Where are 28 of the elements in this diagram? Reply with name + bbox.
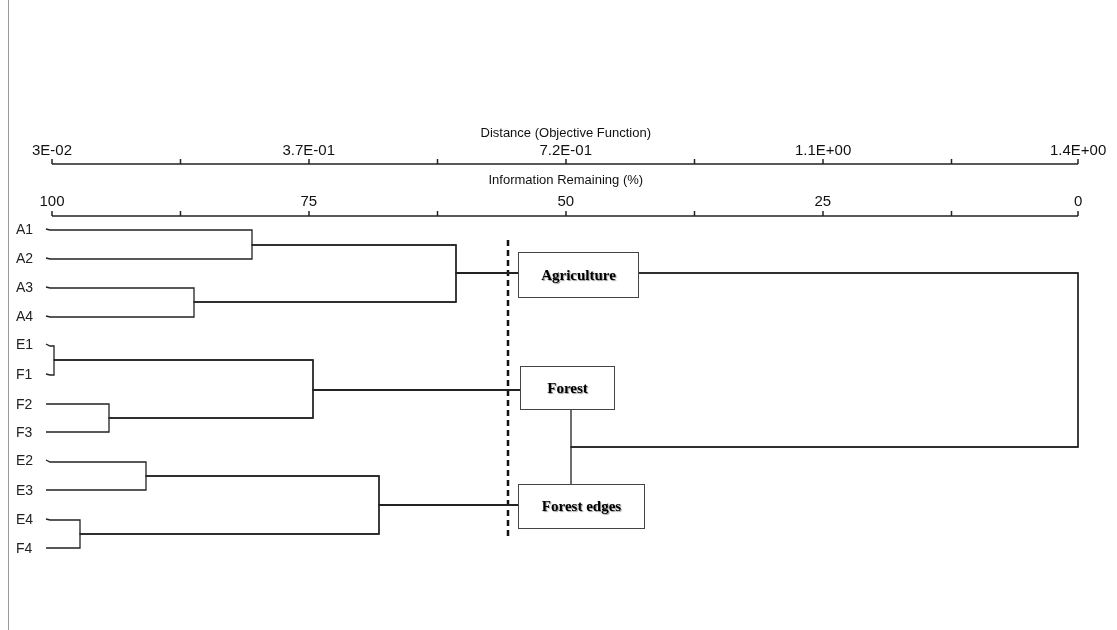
sample-label: A4 (16, 308, 46, 324)
tick-label: 50 (557, 193, 575, 209)
tick-label: 1.4E+00 (1050, 142, 1107, 158)
tick-label: 1.1E+00 (795, 142, 852, 158)
axis-title: Distance (Objective Function) (480, 125, 651, 141)
sample-label: E1 (16, 336, 46, 352)
tick-label: 0 (1074, 193, 1083, 209)
tick-label: 100 (39, 193, 65, 209)
sample-label: A1 (16, 221, 46, 237)
sample-label: A2 (16, 250, 46, 266)
sample-label: E2 (16, 452, 46, 468)
sample-label: E3 (16, 482, 46, 498)
sample-label: A3 (16, 279, 46, 295)
tick-label: 75 (300, 193, 318, 209)
sample-label: F3 (16, 424, 46, 440)
cluster-box: Agriculture (518, 252, 639, 298)
cluster-box: Forest edges (518, 484, 645, 529)
tick-label: 3E-02 (32, 142, 73, 158)
sample-label: F4 (16, 540, 46, 556)
dendrogram-branch (570, 272, 1079, 485)
tick-label: 3.7E-01 (282, 142, 336, 158)
cluster-box: Forest (520, 366, 615, 410)
tick-label: 25 (814, 193, 832, 209)
sample-label: F2 (16, 396, 46, 412)
sample-label: F1 (16, 366, 46, 382)
axis-title: Information Remaining (%) (488, 172, 644, 188)
tick-label: 7.2E-01 (539, 142, 593, 158)
sample-label: E4 (16, 511, 46, 527)
